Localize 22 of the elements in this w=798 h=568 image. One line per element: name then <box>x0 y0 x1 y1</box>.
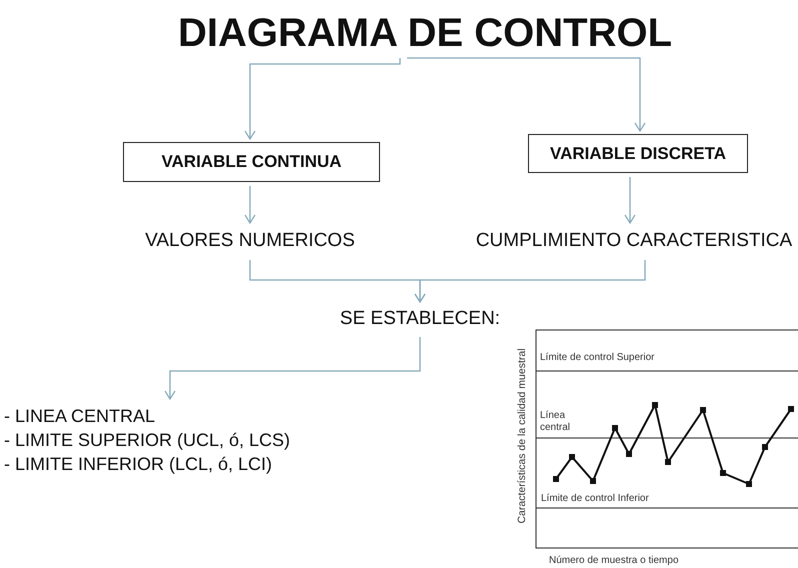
node-label: VARIABLE DISCRETA <box>550 144 726 164</box>
arrow <box>624 177 636 224</box>
arrow <box>406 57 646 132</box>
process-box <box>123 142 380 182</box>
arrow <box>414 260 646 303</box>
list-item: - LINEA CENTRAL <box>4 405 156 428</box>
axis-title: Características de la calidad muestral <box>516 347 528 526</box>
node-label: CUMPLIMIENTO CARACTERISTICA <box>476 230 792 252</box>
node-label: VALORES NUMERICOS <box>145 230 355 252</box>
list-item: - LIMITE INFERIOR (LCL, ó, LCI) <box>4 453 272 476</box>
chart-label: Límite de control Inferior <box>541 493 649 505</box>
arrow <box>164 337 421 400</box>
chart-label: Límite de control Superior <box>540 352 655 364</box>
chart-label: Línea central <box>540 410 572 434</box>
node-label: DIAGRAMA DE CONTROL <box>178 10 672 56</box>
list-item: - LIMITE SUPERIOR (UCL, ó, LCS) <box>4 429 290 452</box>
arrow <box>244 186 256 224</box>
process-box <box>528 134 748 173</box>
node-label: VARIABLE CONTINUA <box>161 152 342 172</box>
node-label: SE ESTABLECEN: <box>340 308 500 330</box>
axis-title: Número de muestra o tiempo <box>549 555 679 567</box>
arrow <box>244 58 401 140</box>
